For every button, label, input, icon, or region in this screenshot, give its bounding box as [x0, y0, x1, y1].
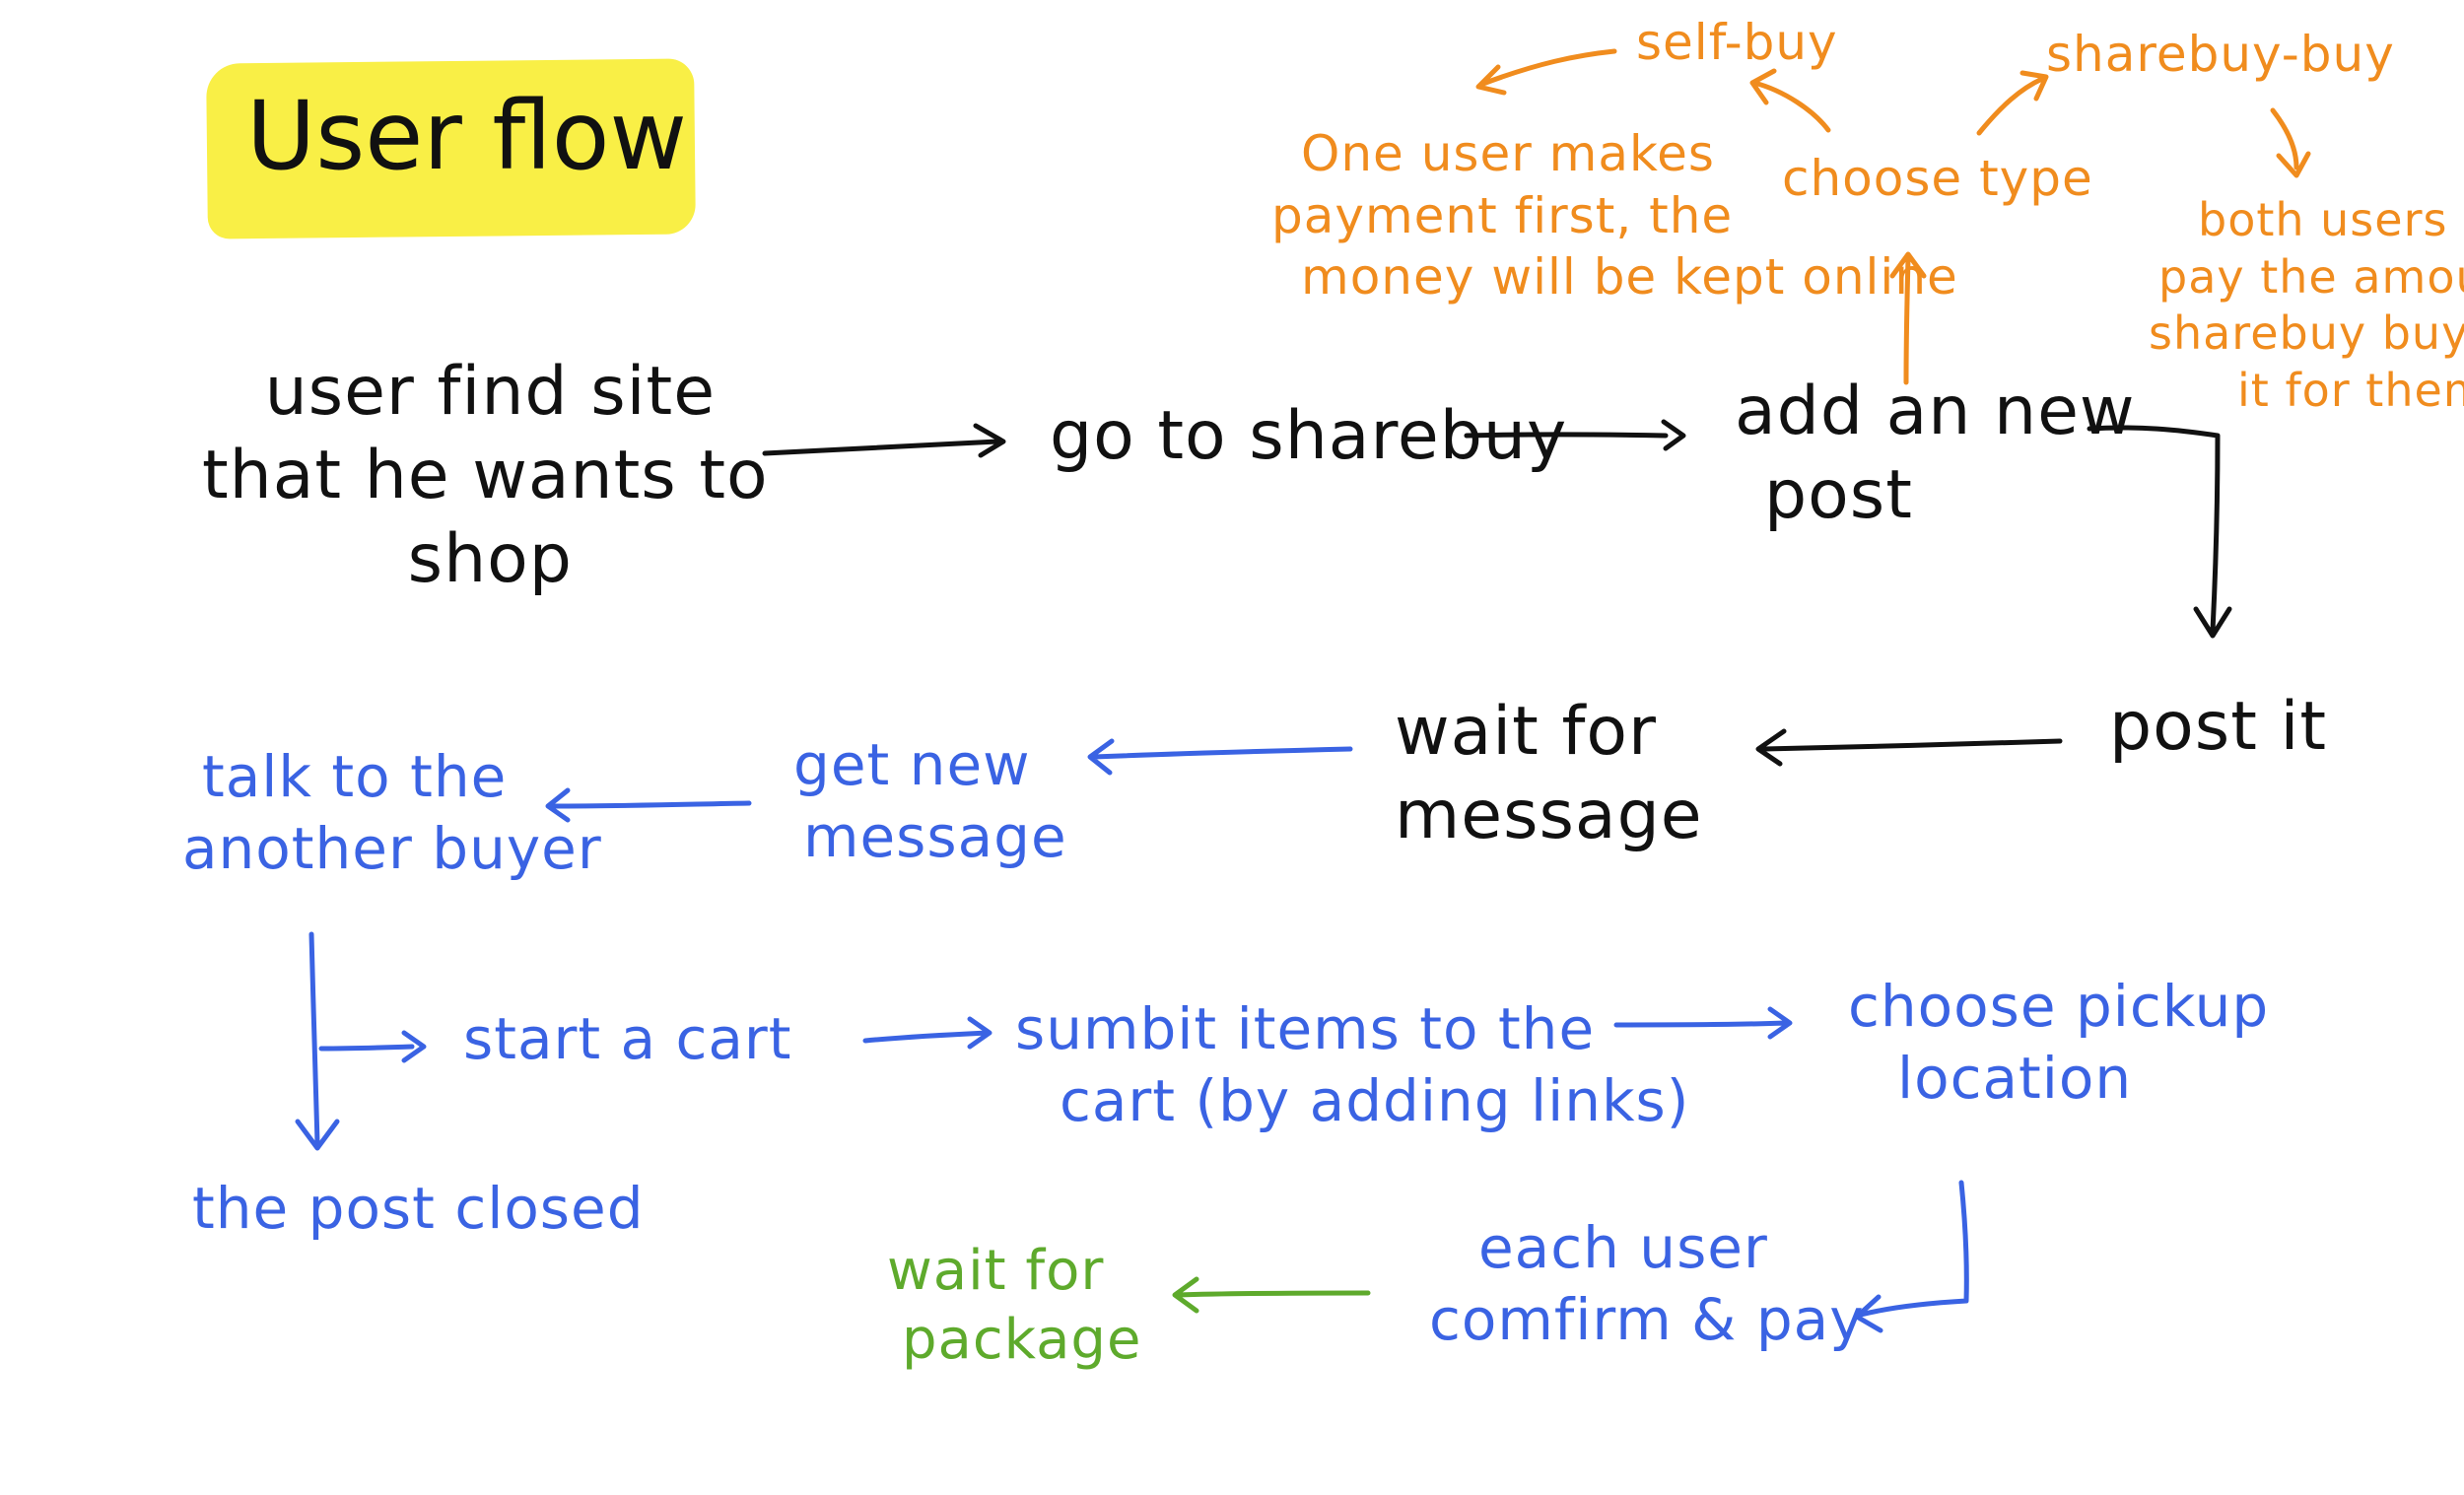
arrow-getmessage-to-talk: [545, 787, 752, 823]
node-line: each user: [1478, 1214, 1768, 1281]
node-line: another buyer: [182, 814, 602, 882]
node-line: get new: [793, 731, 1031, 798]
node-line: location: [1897, 1044, 2133, 1112]
arrow-talk-to-postclosed: [295, 931, 340, 1151]
node-sharebuy-buy: sharebuy-buy: [2046, 26, 2395, 83]
node-line: message: [1395, 777, 1703, 854]
node-post-closed: the post closed: [192, 1175, 645, 1242]
node-talk-to-buyer: talk to the another buyer: [182, 741, 602, 884]
node-line: talk to the: [202, 743, 508, 810]
node-line: sharebuy buy: [2149, 306, 2464, 360]
arrow-post-to-postit: [2087, 425, 2232, 639]
arrow-confirm-to-waitpackage: [1172, 1276, 1371, 1314]
node-choose-type: choose type: [1782, 150, 2093, 207]
node-line: that he wants to: [202, 437, 769, 514]
arrow-submit-to-pickup: [1613, 1006, 1793, 1040]
node-add-new-post: add an new post: [1735, 370, 2136, 537]
node-post-it: post it: [2109, 688, 2328, 766]
node-line: package: [902, 1308, 1142, 1372]
node-self-buy: self-buy: [1636, 14, 1838, 71]
node-choose-pickup: choose pickup location: [1848, 971, 2269, 1114]
arrow-sharebuy-to-desc: [2270, 107, 2311, 178]
node-line: pay the amount,: [2158, 249, 2464, 304]
node-line: shop: [407, 520, 573, 598]
arrow-choosetype-to-sharebuy: [1976, 70, 2049, 136]
page-title: User flow: [246, 81, 688, 191]
arrow-site-to-sharebuy: [762, 423, 1006, 458]
node-each-user-confirm-pay: each user comfirm & pay: [1429, 1212, 1865, 1355]
node-line: comfirm & pay: [1429, 1285, 1865, 1353]
node-line: payment first, the: [1271, 186, 1734, 244]
node-self-buy-description: One user makes payment first, the money …: [1271, 123, 1958, 308]
node-line: message: [803, 802, 1067, 870]
arrow-talk-to-startcart: [318, 1030, 427, 1063]
node-line: post: [1764, 456, 1913, 534]
node-line: cart (by adding links): [1060, 1066, 1690, 1134]
node-sharebuy-description: both users pay the amount, sharebuy buy …: [2149, 192, 2464, 419]
arrow-post-to-choosetype: [1889, 251, 1927, 385]
node-line: choose pickup: [1848, 973, 2270, 1040]
arrow-sharebuy-to-post: [1464, 419, 1686, 451]
node-go-to-sharebuy: go to sharebuy: [1050, 397, 1568, 475]
arrow-postit-to-wait: [1755, 728, 2063, 767]
node-line: it for them: [2237, 363, 2464, 417]
arrow-selfbuy-to-desc: [1475, 48, 1617, 96]
arrow-pickup-to-confirm: [1854, 1180, 1969, 1333]
node-get-new-message: get new message: [793, 729, 1067, 872]
node-wait-for-message: wait for message: [1395, 690, 1703, 857]
node-start-a-cart: start a cart: [463, 1005, 792, 1072]
arrow-wait-to-getmessage: [1087, 738, 1353, 776]
node-user-find-site: user find site that he wants to shop: [202, 350, 769, 601]
node-line: user find site: [264, 353, 717, 431]
node-line: wait for: [887, 1239, 1105, 1303]
node-line: add an new: [1735, 373, 2136, 450]
node-line: One user makes: [1301, 125, 1715, 182]
node-line: sumbit items to the: [1015, 995, 1596, 1062]
node-submit-items: sumbit items to the cart (by adding link…: [1015, 993, 1689, 1136]
arrow-startcart-to-submit: [862, 1016, 992, 1050]
node-line: money will be kept online: [1301, 248, 1958, 306]
node-line: wait for: [1395, 693, 1657, 771]
arrow-choosetype-to-selfbuy: [1749, 68, 1831, 133]
node-wait-for-package: wait for package: [887, 1237, 1141, 1375]
node-line: both users: [2198, 193, 2448, 246]
